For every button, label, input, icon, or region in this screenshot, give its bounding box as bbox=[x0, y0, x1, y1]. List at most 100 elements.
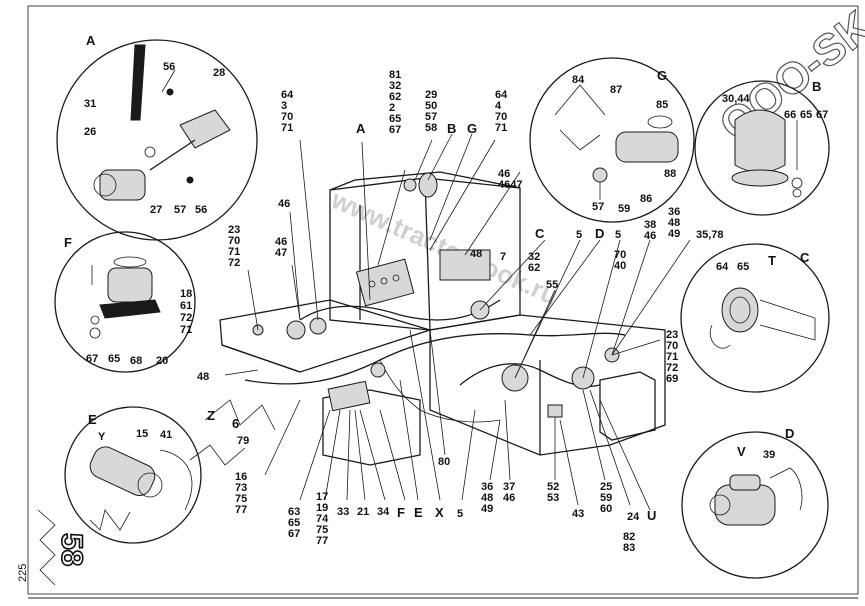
svg-text:18: 18 bbox=[180, 288, 192, 300]
plate-number: 58 bbox=[55, 533, 88, 566]
callout-line: 38 bbox=[644, 219, 656, 231]
callout-line: 70 bbox=[495, 111, 507, 123]
callout-line: 82 bbox=[623, 531, 635, 543]
callout-line: U bbox=[647, 508, 656, 523]
svg-text:20: 20 bbox=[156, 355, 168, 367]
svg-text:56: 56 bbox=[195, 204, 207, 216]
svg-text:67: 67 bbox=[86, 353, 98, 365]
callout: C bbox=[535, 226, 545, 241]
svg-text:Y: Y bbox=[98, 431, 106, 443]
callout-line: 70 bbox=[614, 249, 626, 261]
svg-text:86: 86 bbox=[640, 193, 652, 205]
callout: 48 bbox=[470, 248, 482, 260]
callout-line: 65 bbox=[389, 113, 401, 125]
svg-text:28: 28 bbox=[213, 67, 225, 79]
svg-text:65: 65 bbox=[800, 109, 812, 121]
callout-line: 36 bbox=[668, 206, 680, 218]
callout-line: 3 bbox=[281, 100, 287, 112]
callout: 6 bbox=[232, 416, 239, 431]
callout: 21 bbox=[357, 506, 369, 518]
callout-line: 75 bbox=[316, 524, 328, 536]
callout: 33 bbox=[337, 506, 349, 518]
callout-line: 46 bbox=[503, 492, 515, 504]
callout: 79 bbox=[237, 435, 249, 447]
callout-line: 48 bbox=[668, 217, 680, 229]
callout-line: B bbox=[447, 121, 456, 136]
callout-line: 59 bbox=[600, 492, 612, 504]
corner-logo: OOO-SK bbox=[710, 1, 865, 151]
callout-line: 32 bbox=[528, 251, 540, 263]
callout-line: 46 bbox=[275, 236, 287, 248]
callout-line: 5 bbox=[576, 229, 582, 241]
callout-line: 74 bbox=[316, 513, 329, 525]
callout-line: 62 bbox=[389, 91, 401, 103]
svg-text:T: T bbox=[768, 253, 776, 268]
inset-A-letter: A bbox=[86, 33, 96, 48]
callout-line: 53 bbox=[547, 492, 559, 504]
callout-line: 71 bbox=[281, 122, 293, 134]
callout-line: Z bbox=[207, 408, 215, 423]
svg-text:V: V bbox=[737, 444, 746, 459]
inset-E: E Y 15 41 bbox=[64, 406, 202, 544]
svg-text:71: 71 bbox=[180, 324, 192, 336]
svg-text:85: 85 bbox=[656, 99, 668, 111]
callout-line: 81 bbox=[389, 69, 401, 81]
callout-line: 46 bbox=[498, 168, 510, 180]
svg-text:59: 59 bbox=[618, 203, 630, 215]
inset-G-letter: G bbox=[657, 68, 667, 83]
callout-line: 33 bbox=[337, 506, 349, 518]
svg-text:30,44: 30,44 bbox=[722, 93, 750, 105]
svg-text:27: 27 bbox=[150, 204, 162, 216]
callout: 7 bbox=[500, 251, 506, 263]
callout: 43 bbox=[572, 508, 584, 520]
callout-line: 80 bbox=[438, 456, 450, 468]
svg-text:41: 41 bbox=[160, 429, 172, 441]
callout-line: 21 bbox=[357, 506, 369, 518]
callout-line: 49 bbox=[668, 228, 680, 240]
callout-line: 77 bbox=[316, 535, 328, 547]
inset-B: B 30,44 66 65 67 bbox=[694, 79, 830, 216]
callout-line: 47 bbox=[275, 247, 287, 259]
callout-line: 36 bbox=[481, 481, 493, 493]
callout-line: 62 bbox=[528, 262, 540, 274]
callout-line: 64 bbox=[281, 89, 294, 101]
inset-G: G 84 87 85 88 86 57 59 bbox=[529, 57, 695, 223]
callout: 5 bbox=[576, 229, 582, 241]
inset-B-letter: B bbox=[812, 79, 821, 94]
page-frame bbox=[27, 5, 859, 595]
svg-text:39: 39 bbox=[763, 449, 775, 461]
svg-text:84: 84 bbox=[572, 74, 585, 86]
callout-line: 70 bbox=[281, 111, 293, 123]
callout-line: 29 bbox=[425, 89, 437, 101]
callout-line: 63 bbox=[288, 506, 300, 518]
callout-line: 57 bbox=[425, 111, 437, 123]
plate-number-badge: 58 bbox=[37, 509, 89, 586]
callout-line: E bbox=[414, 505, 423, 520]
callout-line: 40 bbox=[614, 260, 626, 272]
callout-line: D bbox=[595, 226, 604, 241]
callout-line: 70 bbox=[666, 340, 678, 352]
svg-text:31: 31 bbox=[84, 98, 96, 110]
callout-line: 75 bbox=[235, 493, 247, 505]
callout-line: 72 bbox=[666, 362, 678, 374]
page-number: 225 bbox=[17, 564, 29, 582]
callout-line: 4647 bbox=[498, 179, 522, 191]
svg-text:56: 56 bbox=[163, 61, 175, 73]
callout-line: 4 bbox=[495, 100, 502, 112]
callout-line: 71 bbox=[495, 122, 507, 134]
svg-text:66: 66 bbox=[784, 109, 796, 121]
